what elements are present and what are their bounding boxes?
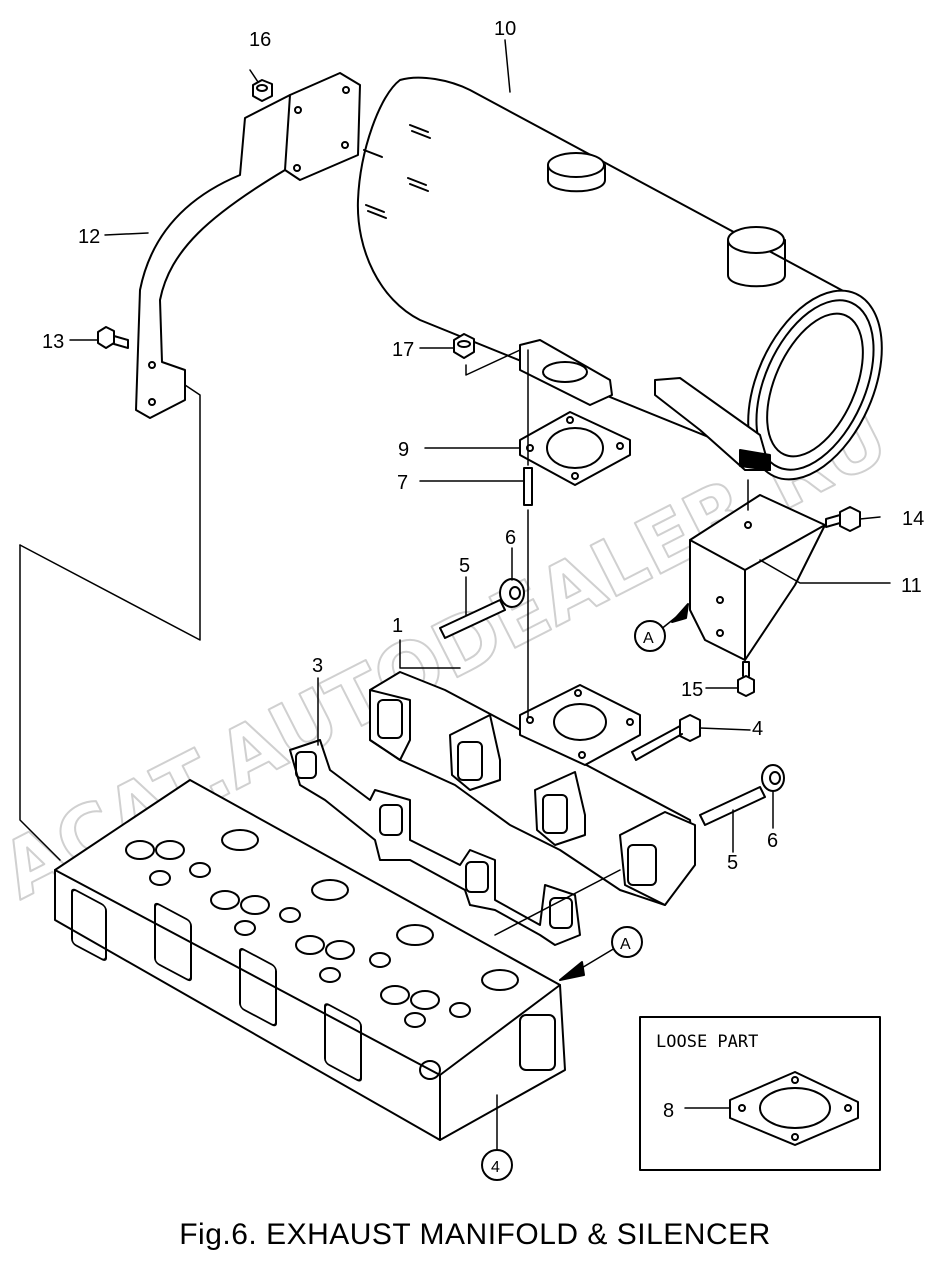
ref-circle-4 (481, 1149, 513, 1181)
bolt-4-upper (631, 714, 701, 761)
ref-circle-a1 (634, 620, 666, 652)
callout-6-upper: 6 (505, 527, 516, 549)
manifold-gasket (289, 739, 581, 946)
nut-6-upper (499, 578, 525, 608)
ref-arrow-a2 (559, 961, 585, 981)
callout-7: 7 (397, 472, 408, 494)
silencer (356, 76, 883, 481)
callout-1: 1 (392, 615, 403, 637)
figure-caption: Fig.6. EXHAUST MANIFOLD & SILENCER (179, 1218, 771, 1251)
callout-4-lower: 4 (491, 1159, 500, 1176)
callout-11: 11 (901, 575, 922, 597)
ref-circle-a2 (611, 926, 643, 958)
gasket-9 (519, 411, 631, 486)
callout-10: 10 (494, 18, 516, 40)
loose-part-title: LOOSE PART (656, 1032, 758, 1052)
stud-5-upper (439, 599, 506, 639)
ref-label-a2: A (620, 936, 631, 953)
callout-14: 14 (902, 508, 924, 530)
callout-9: 9 (398, 439, 409, 461)
ref-arrow-a1 (671, 603, 689, 623)
nut-6-lower (761, 764, 785, 792)
callout-13: 13 (42, 331, 64, 353)
loose-part-gasket-8 (729, 1071, 859, 1146)
silencer-bracket (135, 72, 361, 419)
stud-5-lower (699, 786, 766, 826)
loose-part-box (639, 1016, 881, 1171)
callout-5-lower: 5 (727, 852, 738, 874)
callout-5-upper: 5 (459, 555, 470, 577)
callout-4-upper: 4 (752, 718, 763, 740)
callout-15: 15 (681, 679, 703, 701)
callout-8: 8 (663, 1100, 674, 1122)
silencer-stay (689, 494, 826, 661)
cylinder-head (54, 779, 566, 1141)
callout-3: 3 (312, 655, 323, 677)
bolt-14 (825, 506, 861, 532)
callout-6-lower: 6 (767, 830, 778, 852)
stud-7 (523, 467, 533, 506)
exhaust-manifold (369, 671, 696, 906)
callout-12: 12 (78, 226, 100, 248)
callout-17: 17 (392, 339, 414, 361)
nut-16 (252, 79, 273, 102)
bolt-15 (737, 661, 755, 697)
ref-label-a1: A (643, 630, 654, 647)
callout-16: 16 (249, 29, 271, 51)
bolt-13 (97, 326, 129, 349)
nut-17 (453, 333, 475, 359)
